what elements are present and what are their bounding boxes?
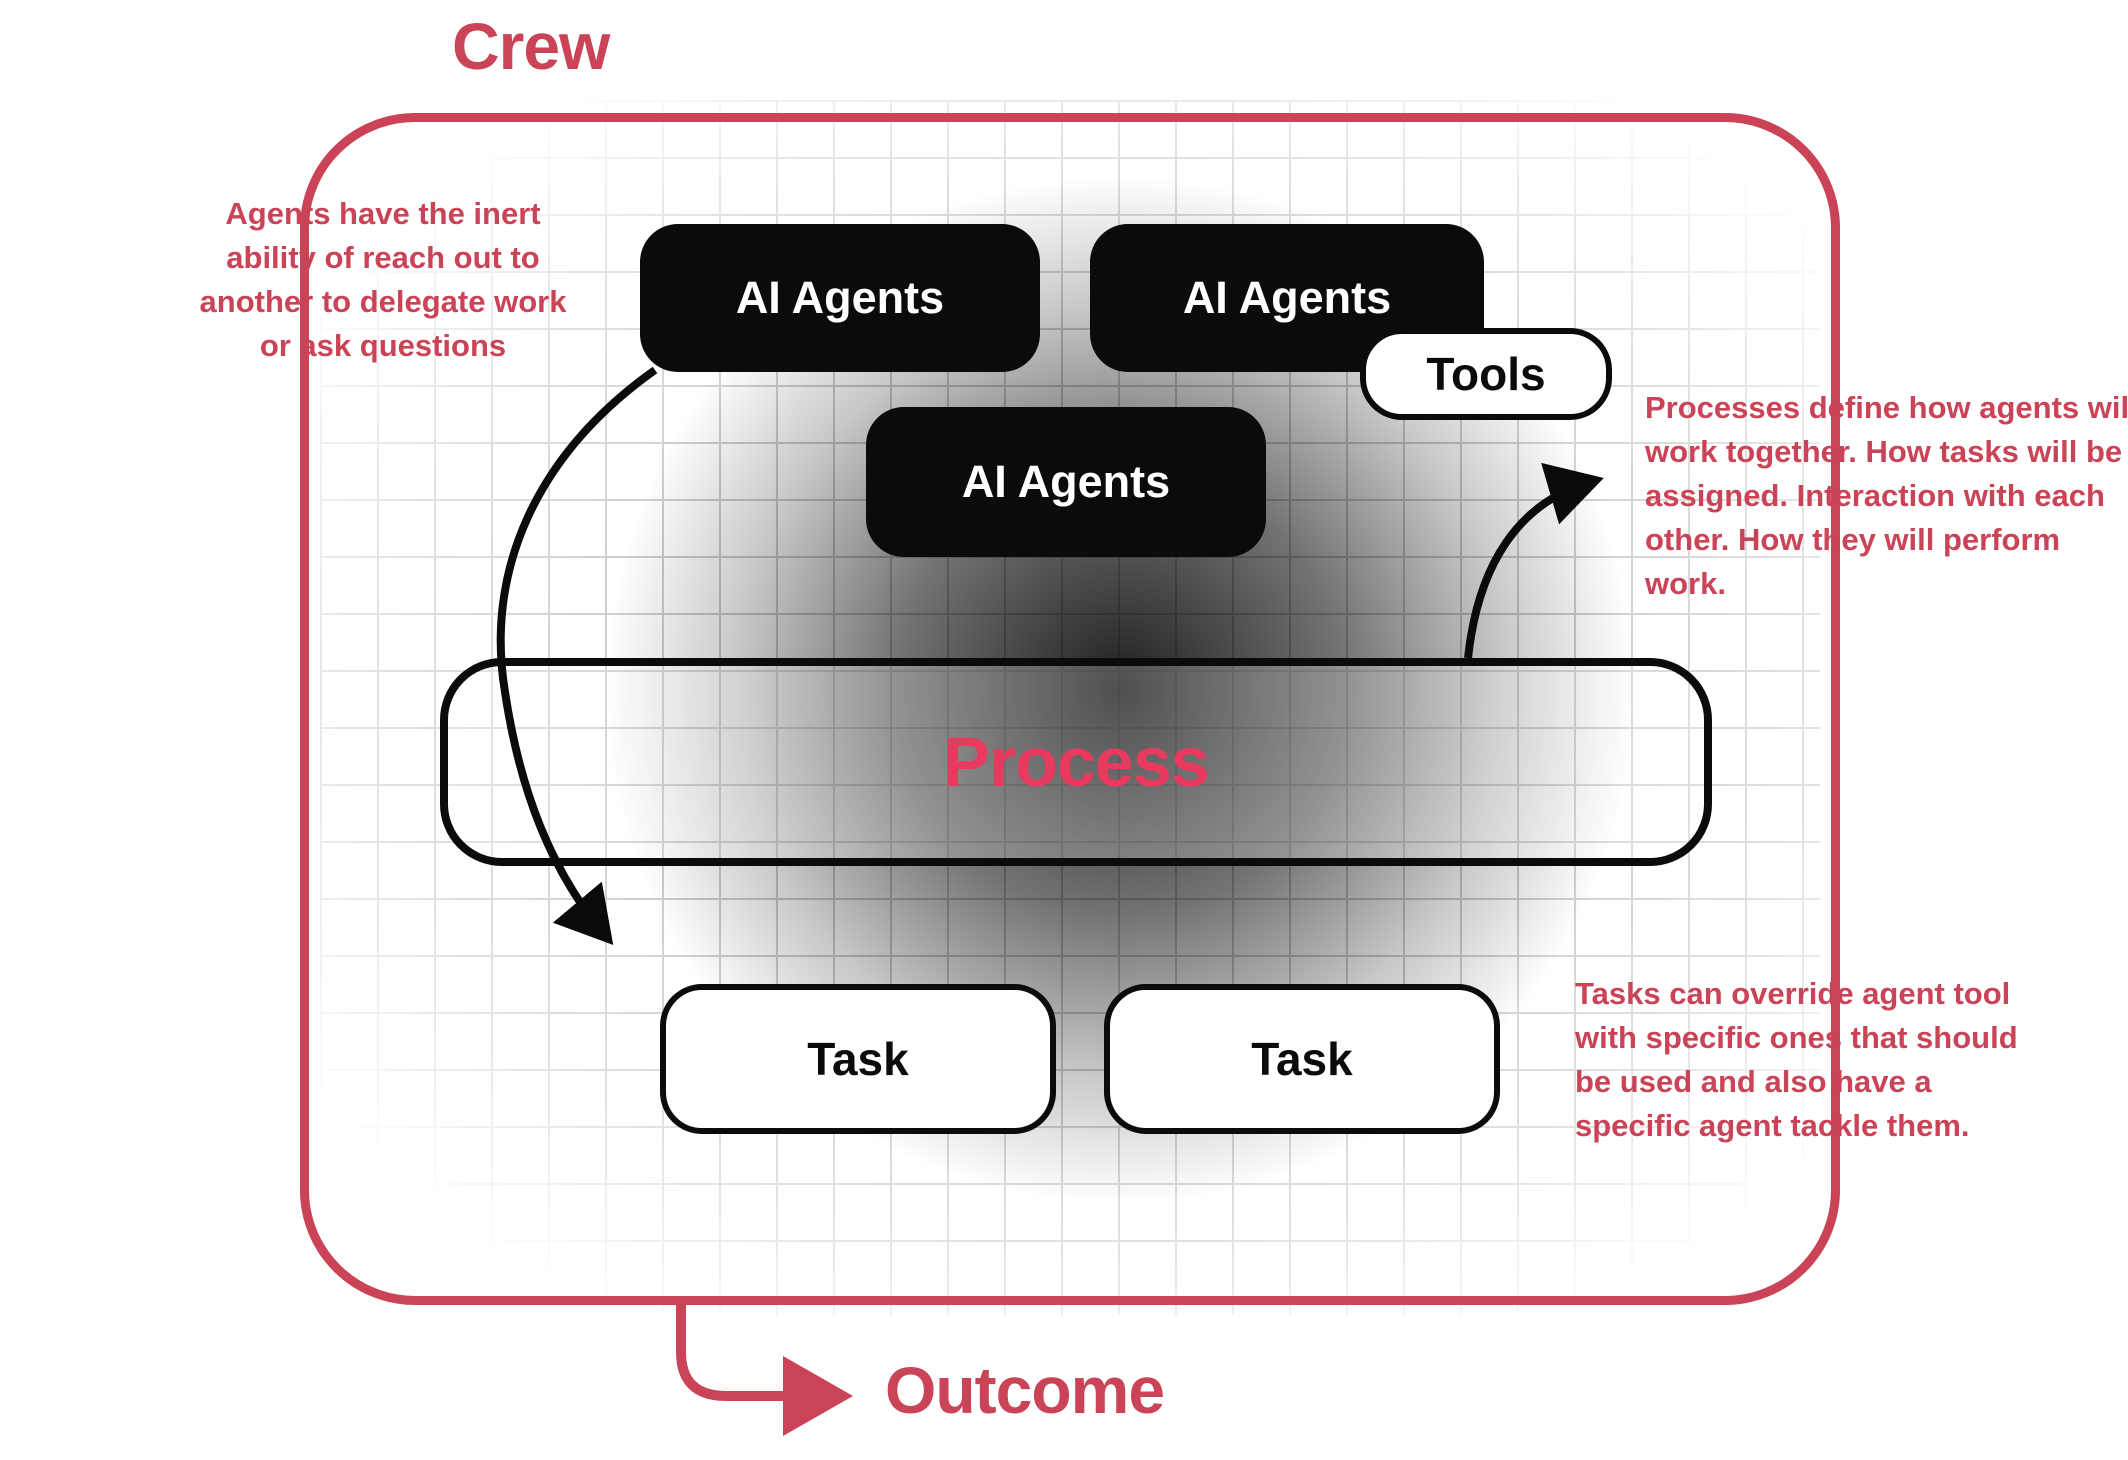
arrow-agents-to-task [496,366,658,946]
process-node: Process [440,658,1712,866]
annotation-delegation: Agents have the inert ability of reach o… [199,196,567,364]
task-label: Task [1251,1033,1353,1085]
ai-agents-label: AI Agents [1182,272,1392,323]
task-node-1: Task [660,984,1056,1134]
tools-node: Tools [1360,328,1612,420]
tools-label: Tools [1426,348,1546,400]
connector-crew-to-outcome [676,1303,854,1436]
ai-agents-node-1: AI Agents [640,224,1040,372]
crew-title: Crew [452,9,610,83]
ai-agents-label: AI Agents [735,272,945,323]
annotation-processes: Processes define how agents will work to… [1645,390,2128,602]
ai-agents-node-2: AI Agents [1090,224,1484,372]
task-node-2: Task [1104,984,1500,1134]
annotation-tasks: Tasks can override agent tool with speci… [1575,976,2018,1144]
crew-boundary [300,113,1840,1305]
arrow-process-to-note [1464,462,1604,659]
ai-agents-label: AI Agents [961,456,1171,507]
outcome-label: Outcome [885,1353,1165,1427]
ai-agents-node-3: AI Agents [866,407,1266,557]
process-label: Process [943,723,1209,801]
task-label: Task [807,1033,909,1085]
